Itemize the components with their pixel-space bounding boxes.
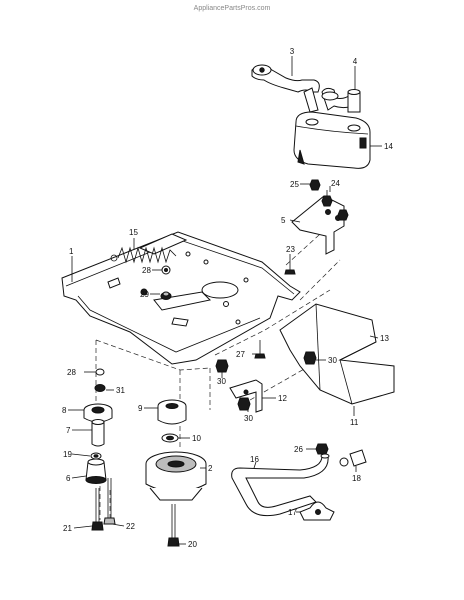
exhaust-pipe [251, 64, 320, 113]
callout-10: 10 [192, 434, 201, 443]
pulley-6 [85, 458, 107, 484]
exhaust-pipe-second [321, 87, 361, 113]
callout-24: 24 [331, 179, 340, 188]
callout-11: 11 [350, 418, 359, 427]
deck-plate [61, 231, 301, 365]
callout-30-bottom: 30 [244, 414, 253, 423]
electric-clutch [145, 451, 207, 501]
deflector-shield [279, 303, 395, 405]
callout-2: 2 [208, 464, 213, 473]
callout-23: 23 [286, 245, 295, 254]
washer-19 [90, 452, 102, 460]
callout-25: 25 [290, 180, 299, 189]
callout-16: 16 [250, 455, 259, 464]
callout-leaders [68, 56, 382, 545]
bolt-27 [254, 340, 266, 359]
washer-28-top [161, 265, 171, 275]
washer-10 [161, 433, 179, 443]
callout-20: 20 [188, 540, 197, 549]
small-bracket [229, 379, 263, 413]
pulley-9 [157, 399, 187, 425]
callout-22: 22 [126, 522, 135, 531]
fitting-18 [339, 449, 367, 467]
callout-3: 3 [290, 47, 295, 56]
watermark-text: AppliancePartsPros.com [194, 5, 271, 12]
nut-30-left [215, 359, 229, 373]
nut-5a [337, 209, 349, 221]
callout-13: 13 [380, 334, 389, 343]
bolt-22 [103, 478, 116, 525]
spring [110, 246, 177, 264]
callout-9: 9 [138, 404, 143, 413]
callout-21: 21 [63, 524, 72, 533]
clamp [299, 501, 335, 521]
callout-5: 5 [281, 216, 286, 225]
idler-pulley-8 [83, 403, 113, 423]
callout-12: 12 [278, 394, 287, 403]
callout-28-top: 28 [142, 266, 151, 275]
callout-14: 14 [384, 142, 393, 151]
callout-1: 1 [69, 247, 74, 256]
callout-28-left: 28 [67, 368, 76, 377]
nut-26 [315, 443, 329, 455]
bolt-24 [321, 190, 333, 207]
spacer-sleeve [91, 419, 105, 447]
callout-17: 17 [288, 508, 297, 517]
muffler [293, 111, 371, 169]
nut-30-bottom [237, 397, 251, 411]
callout-19: 19 [63, 450, 72, 459]
mounting-bracket [291, 195, 345, 255]
callout-4: 4 [353, 57, 358, 66]
callout-7: 7 [66, 426, 71, 435]
bolt-29 [160, 291, 172, 300]
callout-29: 29 [140, 290, 149, 299]
callout-26: 26 [294, 445, 303, 454]
callout-31: 31 [116, 386, 125, 395]
callout-8: 8 [62, 406, 67, 415]
nut-30-right [303, 351, 317, 365]
callout-6: 6 [66, 474, 71, 483]
bolt-21 [91, 488, 104, 531]
callout-30-right: 30 [328, 356, 337, 365]
callout-15: 15 [129, 228, 138, 237]
bolt-20 [167, 504, 180, 547]
callout-labels: 3 4 14 25 24 5 23 15 1 28 29 13 27 30 12… [62, 47, 393, 549]
washer-28-left [95, 368, 105, 376]
nut-25 [309, 179, 321, 191]
callout-27: 27 [236, 350, 245, 359]
callout-30-left: 30 [217, 377, 226, 386]
callout-18: 18 [352, 474, 361, 483]
hose [231, 453, 330, 517]
washer-31 [94, 384, 106, 392]
bolt-23 [284, 258, 296, 275]
